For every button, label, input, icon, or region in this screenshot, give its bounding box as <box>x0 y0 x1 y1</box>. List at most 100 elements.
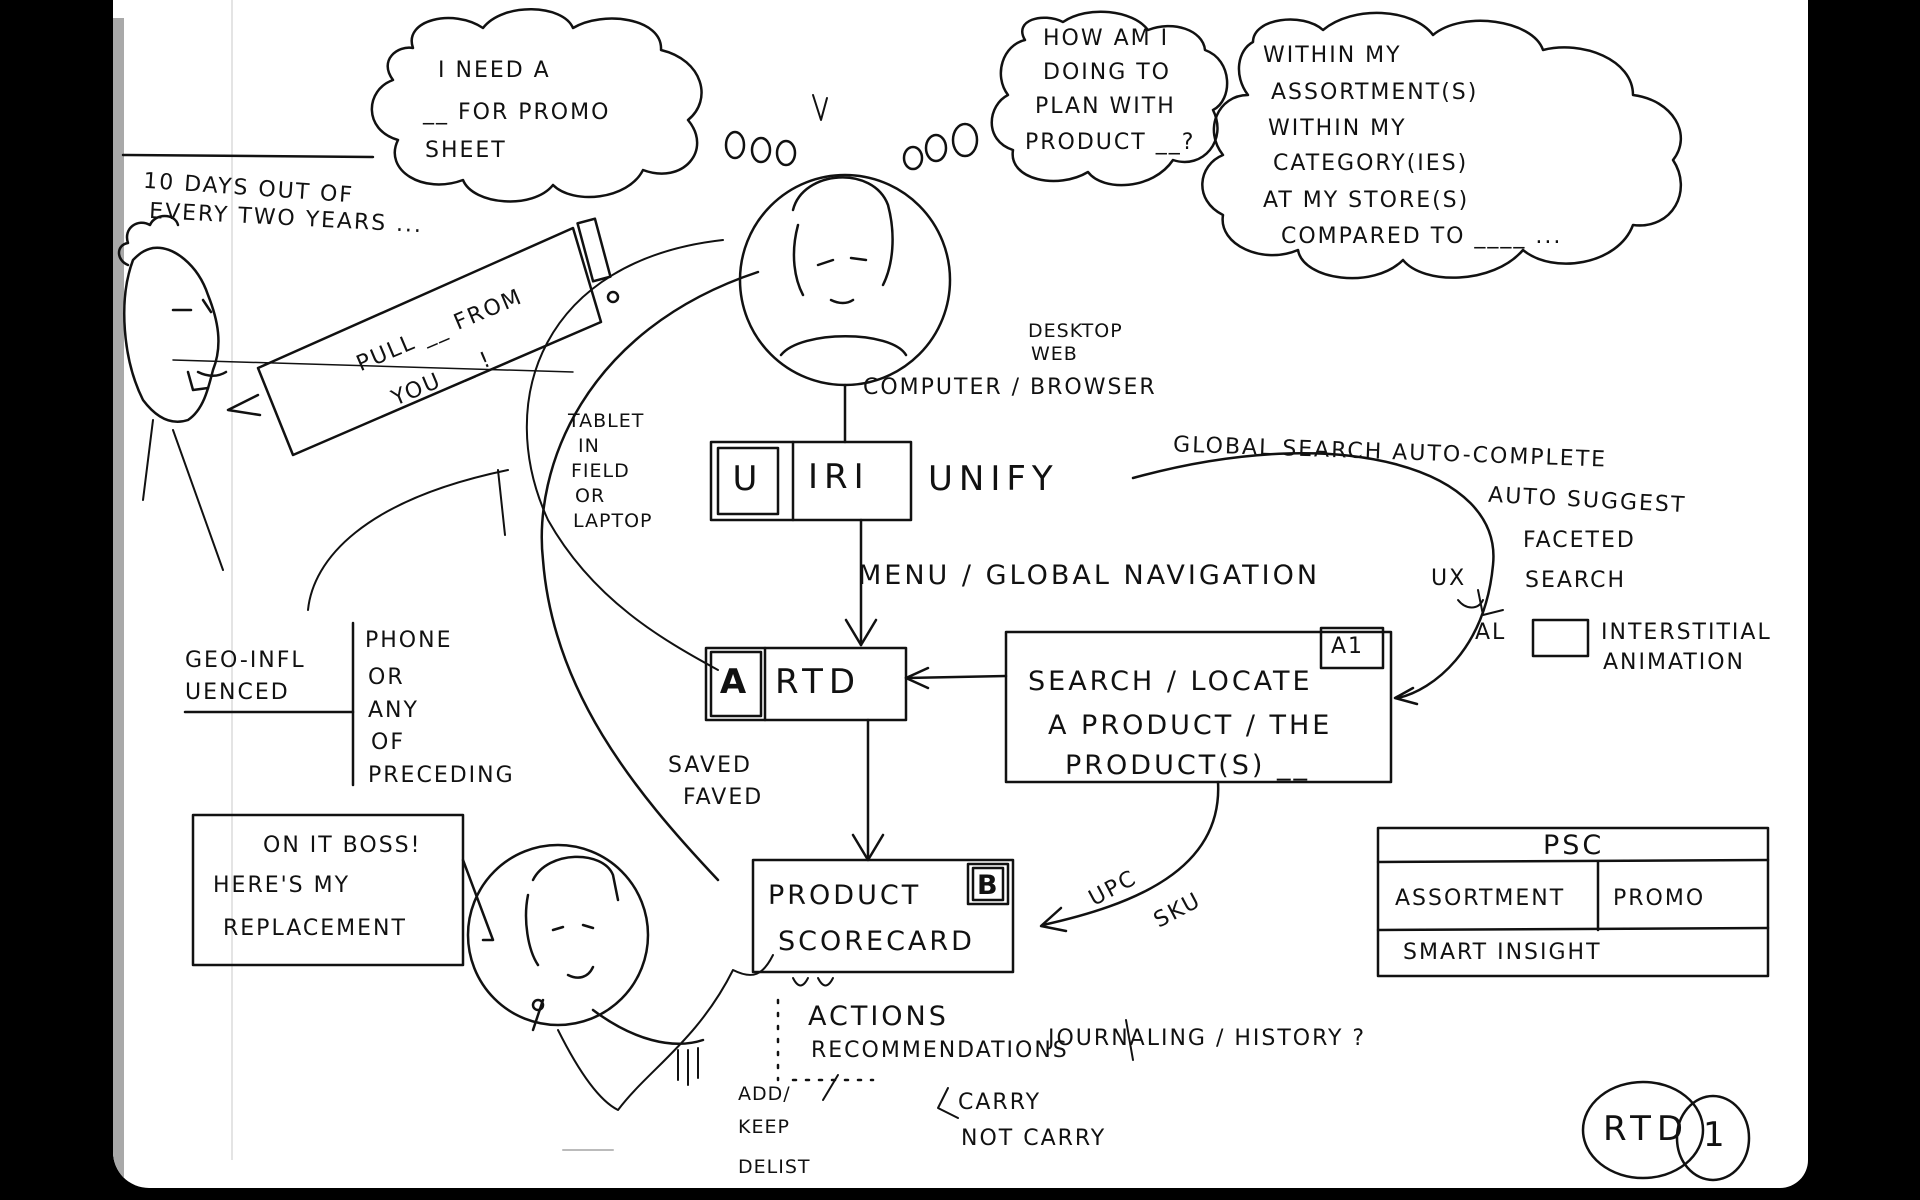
speech-pointer <box>226 393 262 417</box>
tick-line <box>497 469 506 536</box>
psc-box <box>1376 826 1770 978</box>
faceted-label: FACETED <box>1523 528 1636 553</box>
add-label: ADD/ <box>738 1083 791 1105</box>
page-edge-strip <box>113 18 124 1186</box>
arrow-head <box>844 618 878 647</box>
psc-assortment: ASSORTMENT <box>1395 886 1566 911</box>
how-line-1: HOW AM I <box>1043 26 1170 51</box>
animation-label: ANIMATION <box>1603 650 1746 675</box>
promo-line-1: I NEED A <box>438 58 551 83</box>
page-number: 1 <box>1703 1115 1731 1155</box>
search-tag-box <box>1319 626 1385 670</box>
unify-label: UNIFY <box>928 459 1059 499</box>
promo-line-2: __ FOR PROMO <box>423 100 611 125</box>
page-mark-oval <box>1581 1080 1705 1180</box>
user-persona-face <box>779 176 908 357</box>
desktop-label: DESKTOP <box>1028 320 1123 342</box>
iri-logo-letter: U <box>732 459 764 499</box>
on-it-line-1: ON IT BOSS! <box>263 833 422 858</box>
iri-logo-box <box>716 446 780 516</box>
context-thought-cloud <box>1201 11 1683 280</box>
manager-face-lines <box>171 298 228 392</box>
phone-line-4: OF <box>371 730 405 755</box>
journaling-label: JOURNALING / HISTORY ? <box>1048 1026 1367 1051</box>
computer-browser-label: COMPUTER / BROWSER <box>863 375 1157 400</box>
phone-line-2: OR <box>368 665 405 690</box>
tablet-line-2: IN <box>578 435 600 457</box>
sketch-drawing <box>117 8 1770 1182</box>
arrow-head <box>904 666 930 690</box>
al-label: AL <box>1475 620 1507 645</box>
page-mark-label: RTD <box>1603 1109 1690 1149</box>
scorecard-line-2: SCORECARD <box>778 926 975 957</box>
arrow-head <box>1039 906 1068 933</box>
scorecard-tag-box <box>966 862 1010 906</box>
assistant-earring <box>531 998 545 1012</box>
thought-dot <box>775 139 797 167</box>
scorecard-hand <box>792 977 834 987</box>
psc-mid-line <box>1376 926 1770 932</box>
rtd-logo-letter: A <box>719 662 753 702</box>
manager-body <box>142 419 224 571</box>
pull-speech-box <box>256 226 603 457</box>
question-thought-bubble <box>990 10 1229 187</box>
faved-label: FAVED <box>683 785 764 810</box>
scorecard-tag-label: B <box>977 870 1001 901</box>
how-line-3: PLAN WITH <box>1035 94 1176 119</box>
ux-label: UX <box>1431 566 1467 591</box>
exclamation-dot <box>606 290 620 304</box>
psc-title-line <box>1376 858 1770 864</box>
guide-line-top <box>121 153 375 159</box>
psc-title: PSC <box>1543 830 1605 861</box>
search-locate-line-1: SEARCH / LOCATE <box>1028 666 1313 697</box>
connector-line <box>904 674 1008 680</box>
search-locate-box <box>1004 630 1393 784</box>
manager-hair <box>117 214 180 267</box>
web-label: WEB <box>1031 343 1078 365</box>
thought-dot <box>724 130 746 160</box>
thought-dot <box>902 145 924 171</box>
page-number-circle <box>1675 1094 1751 1182</box>
replacement-speech-box <box>191 813 465 967</box>
iri-label: IRI <box>808 457 870 497</box>
menu-nav-label: MENU / GLOBAL NAVIGATION <box>858 560 1321 591</box>
phone-line-1: PHONE <box>365 628 453 653</box>
tablet-line-1: TABLET <box>568 410 645 432</box>
psc-promo: PROMO <box>1613 886 1706 911</box>
journal-slash <box>1125 1019 1134 1061</box>
search-tag-label: A1 <box>1331 634 1365 659</box>
within-line-6: COMPARED TO ____ ... <box>1281 224 1563 249</box>
within-line-4: CATEGORY(IES) <box>1273 151 1469 176</box>
sketch-sheet: I NEED A __ FOR PROMO SHEET 10 DAYS OUT … <box>113 0 1808 1188</box>
arc-phone <box>307 469 509 611</box>
assistant-persona-face <box>524 855 705 1045</box>
rtd-label: RTD <box>775 662 862 702</box>
rtd-box <box>704 646 908 722</box>
not-carry-label: NOT CARRY <box>961 1126 1107 1151</box>
carry-bracket <box>937 1087 959 1119</box>
user-persona-circle <box>738 173 952 387</box>
recommendations-label: RECOMMENDATIONS <box>811 1038 1069 1063</box>
geo-line-2: UENCED <box>185 680 290 705</box>
actions-label: ACTIONS <box>808 1001 949 1032</box>
iri-box <box>709 440 913 522</box>
geo-line-1: GEO-INFL <box>185 648 306 673</box>
on-it-line-2: HERE'S MY <box>213 873 351 898</box>
tablet-line-3: FIELD <box>571 460 630 482</box>
assistant-arm <box>557 954 774 1111</box>
psc-smart-insight: SMART INSIGHT <box>1403 940 1602 965</box>
arrow-head <box>1393 686 1419 706</box>
phone-line-3: ANY <box>368 698 419 723</box>
thought-dot <box>924 133 948 163</box>
assistant-persona-circle <box>466 843 650 1027</box>
interstitial-label: INTERSTITIAL <box>1601 620 1772 645</box>
carry-label: CARRY <box>958 1090 1042 1115</box>
delist-label: DELIST <box>738 1156 811 1178</box>
how-line-4: PRODUCT __? <box>1025 130 1196 155</box>
within-line-1: WITHIN MY <box>1263 43 1402 68</box>
how-line-2: DOING TO <box>1043 60 1171 85</box>
within-line-3: WITHIN MY <box>1268 116 1407 141</box>
tablet-line-5: LAPTOP <box>573 510 653 532</box>
margin-line <box>231 0 233 1160</box>
manager-figure <box>123 246 220 424</box>
